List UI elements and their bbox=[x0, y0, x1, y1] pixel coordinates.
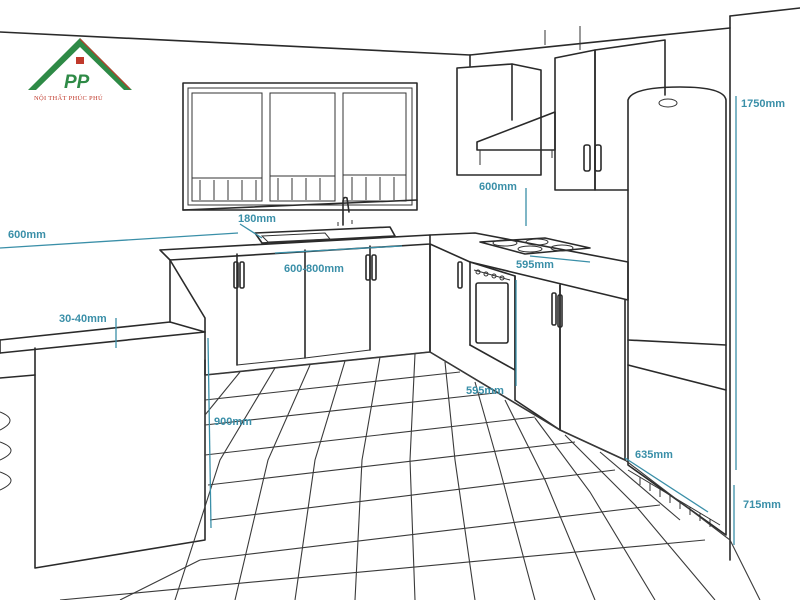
floor-tiles bbox=[59, 351, 761, 600]
logo-letters: PP bbox=[64, 72, 90, 93]
dim-oven-height: 595mm bbox=[466, 385, 504, 397]
logo-window-icon bbox=[76, 57, 84, 64]
refrigerator bbox=[627, 86, 727, 536]
logo-roof-icon bbox=[28, 38, 132, 90]
brand-logo: PP NỘI THẤT PHÚC PHÚ bbox=[28, 38, 132, 102]
dim-counter-thickness: 30-40mm bbox=[59, 313, 107, 325]
sink bbox=[254, 196, 396, 244]
dim-fridge-width: 635mm bbox=[635, 449, 673, 461]
upper-cabinets bbox=[456, 39, 666, 191]
peninsula bbox=[0, 259, 206, 569]
base-cabinets-back bbox=[159, 234, 431, 376]
dim-hob-width: 595mm bbox=[516, 259, 554, 271]
dim-fridge-depth: 715mm bbox=[743, 499, 781, 511]
dim-sink-width: 600-800mm bbox=[284, 263, 344, 275]
dim-counter-height: 900mm bbox=[214, 416, 252, 428]
window bbox=[182, 82, 418, 211]
dimension-labels: 600mm 180mm 600-800mm 600mm 595mm 1750mm… bbox=[8, 98, 785, 511]
dim-upper-clearance: 600mm bbox=[479, 181, 517, 193]
dimension-lines bbox=[0, 96, 737, 545]
dim-fridge-height: 1750mm bbox=[741, 98, 785, 110]
dim-left-counter-depth: 600mm bbox=[8, 229, 46, 241]
logo-brand-name: NỘI THẤT PHÚC PHÚ bbox=[34, 94, 103, 102]
dim-sink-setback: 180mm bbox=[238, 213, 276, 225]
hob bbox=[479, 237, 591, 255]
room-walls bbox=[0, 7, 800, 561]
